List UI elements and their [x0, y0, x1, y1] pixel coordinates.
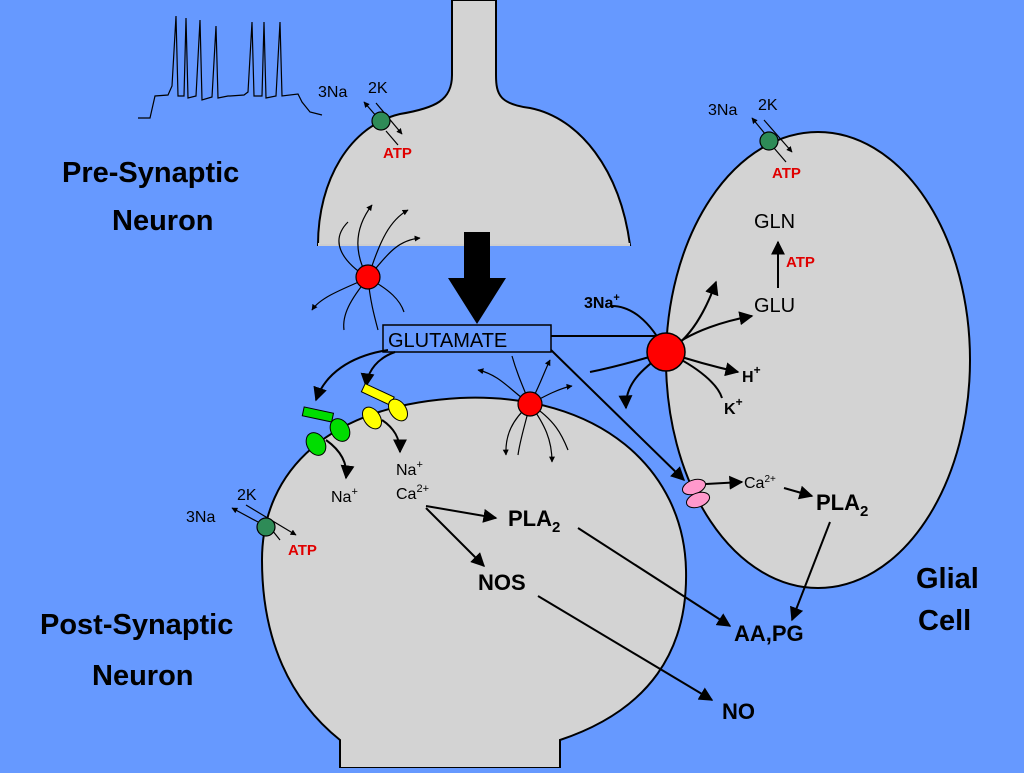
glial-pla2-label: PLA2 [816, 490, 868, 520]
nmda-receptor [360, 382, 409, 454]
pla2-to-aa-pg-arrow [577, 527, 732, 627]
glial-ca-label: Ca2+ [744, 474, 776, 492]
glial-na-label: 3Na [708, 102, 737, 119]
glutamate-to-ampa-arrow [313, 349, 389, 402]
glial-pla2-to-aa-pg-arrow [790, 521, 831, 622]
presynaptic-transporter [311, 204, 421, 331]
presynaptic-label-line1: Pre-Synaptic [62, 157, 239, 189]
ca-to-nos-arrow [425, 507, 485, 567]
glial-na-ion-label: 3Na+ [584, 292, 620, 312]
no-label: NO [722, 699, 755, 724]
presynaptic-na-k-pump: 3Na 2K ATP [318, 80, 412, 162]
glial-cell [665, 131, 971, 589]
ca-channel-to-ca-arrow [705, 475, 744, 490]
glial-h-label: H+ [742, 363, 761, 386]
nos-label: NOS [478, 570, 526, 595]
glutamate-label: GLUTAMATE [388, 330, 507, 352]
action-potential-trace [138, 15, 323, 119]
glial-atp-label: ATP [772, 165, 801, 182]
presynaptic-na-label: 3Na [318, 84, 347, 101]
glial-na-k-pump: 3Na 2K ATP [708, 97, 801, 182]
postsynaptic-atp-label: ATP [288, 542, 317, 559]
glial-conversion-atp-label: ATP [786, 254, 815, 271]
postsynaptic-na-label: 3Na [186, 509, 215, 526]
glial-label-line1: Glial [916, 563, 979, 595]
gln-label: GLN [754, 211, 795, 233]
glial-glutamate-transporter [589, 280, 754, 410]
post-pla2-label: PLA2 [508, 506, 560, 536]
glutamate-to-nmda-arrow [360, 351, 396, 388]
nos-to-no-arrow [537, 595, 714, 701]
presynaptic-atp-label: ATP [383, 145, 412, 162]
postsynaptic-k-label: 2K [237, 487, 257, 504]
post-ca-label: Ca2+ [396, 483, 429, 503]
presynaptic-label-line2: Neuron [112, 205, 214, 237]
postsynaptic-neuron [260, 396, 688, 769]
ampa-receptor [301, 406, 355, 480]
glial-k-ion-label: K+ [724, 395, 743, 418]
presynaptic-neuron [316, 0, 632, 246]
ca-to-pla2-arrow [425, 505, 498, 523]
glutamate-to-ca-channel-arrow [550, 349, 686, 481]
postsynaptic-label-line1: Post-Synaptic [40, 609, 233, 641]
glial-calcium-channel [681, 478, 711, 509]
postsynaptic-na-k-pump: 3Na 2K ATP [186, 487, 317, 559]
postsynaptic-label-line2: Neuron [92, 660, 194, 692]
glial-label-line2: Cell [918, 605, 971, 637]
presynaptic-k-label: 2K [368, 80, 388, 97]
postsynaptic-transporter [477, 355, 573, 463]
glutamate-box [382, 324, 552, 353]
glial-ca-to-pla2-arrow [783, 485, 814, 500]
aa-pg-label: AA,PG [734, 621, 804, 646]
glutamate-release-arrow [448, 232, 506, 324]
post-na-label-1: Na+ [331, 486, 358, 506]
glial-k-label: 2K [758, 97, 778, 114]
post-na-label-2: Na+ [396, 459, 423, 479]
glu-label: GLU [754, 295, 795, 317]
